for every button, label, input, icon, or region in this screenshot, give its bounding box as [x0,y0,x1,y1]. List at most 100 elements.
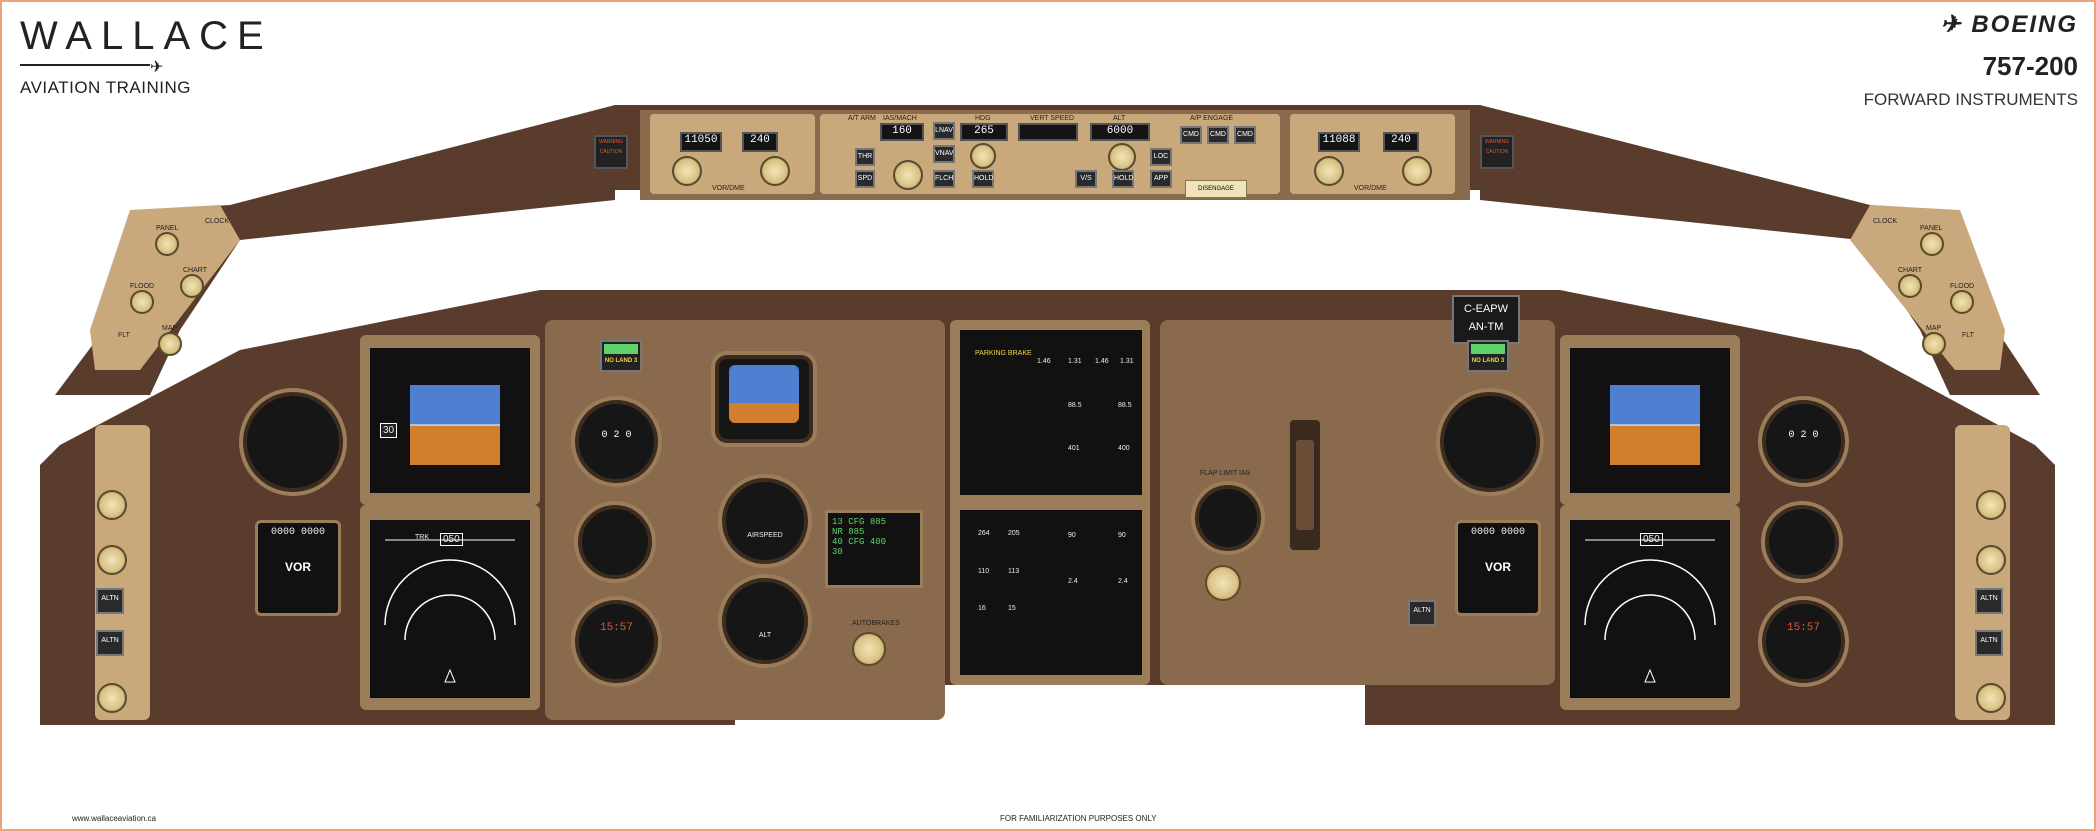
left-nd-aircraft-symbol [444,668,456,683]
mcp-vnav-button[interactable]: VNAV [933,145,955,163]
right-outboard-knob-2[interactable] [1976,545,2006,575]
right-outboard-knob-3[interactable] [1976,683,2006,713]
mcp-ias-label: IAS/MACH [883,115,917,122]
manufacturer-block: ✈ BOEING 757-200 FORWARD INSTRUMENTS [1864,10,2078,110]
right-chart-light-knob[interactable] [1898,274,1922,298]
brand-subtitle: AVIATION TRAINING [20,78,191,97]
speedbrake-handle [1296,440,1314,530]
mcp-hdg-label: HDG [975,115,991,122]
left-altimeter-gauge: 0 2 0 [575,400,658,483]
mcp-flch-button[interactable]: FLCH [933,170,955,188]
fuel-value-3: 885 [869,517,887,527]
right-altn-button-2[interactable]: ALTN [1975,630,2003,656]
standby-airspeed-gauge: AIRSPEED [722,478,808,564]
mcp-hdg-hold-button[interactable]: HOLD [972,170,994,188]
left-autoland-status: NO LAND 3 [600,340,642,372]
boeing-symbol-icon: ✈ [1940,11,1972,38]
left-outboard-knob-3[interactable] [97,683,127,713]
standby-airspeed-label: AIRSPEED [747,532,783,539]
left-altn-button-2[interactable]: ALTN [96,630,124,656]
right-nd-heading: 050 [1640,533,1663,546]
eicas-egt-right: 400 [1118,445,1130,452]
left-nd-screen [370,520,530,698]
brand-name: WALLACE [20,14,273,58]
mcp-heading-knob[interactable] [970,143,996,169]
efis-left-range-knob[interactable] [760,156,790,186]
mcp-disengage-bar[interactable]: DISENGAGE [1185,180,1247,198]
left-chart-light-knob[interactable] [180,274,204,298]
mcp-vs-button[interactable]: V/S [1075,170,1097,188]
left-panel-label: PANEL [156,225,179,232]
efis-left-minimums-knob[interactable] [672,156,702,186]
eicas-n2-left: 264 [978,530,990,537]
right-altn-button-1[interactable]: ALTN [1975,588,2003,614]
right-dme-1: 0000 [1470,527,1495,538]
right-standby-airspeed-gauge [1440,392,1540,492]
right-attitude-ground [1610,425,1700,465]
master-warning-left[interactable]: WARNING CAUTION [594,135,628,169]
mcp-thr-button[interactable]: THR [855,148,875,166]
left-outboard-knob-2[interactable] [97,545,127,575]
mcp-spd-button[interactable]: SPD [855,170,875,188]
right-map-light-knob[interactable] [1922,332,1946,356]
fuel-value-8: 400 [869,537,887,547]
eicas-temp-left: 110 [978,568,990,575]
efis-right-panel [1290,114,1455,194]
left-clock-label: CLOCK [205,218,230,225]
mcp-altitude-knob[interactable] [1108,143,1136,171]
boeing-logo: ✈ BOEING [1864,10,2078,39]
left-dme-2: 0000 [301,527,326,538]
autobrakes-selector-knob[interactable] [852,632,886,666]
efis-right-minimums-knob[interactable] [1314,156,1344,186]
mcp-cmd-left-button[interactable]: CMD [1180,126,1202,144]
eicas-oil-left: 90 [1068,532,1076,539]
master-warning-right[interactable]: WARNING CAUTION [1480,135,1514,169]
eicas-epr-right: 1.46 [1095,358,1109,365]
left-flood-light-knob[interactable] [130,290,154,314]
efis-right-range-knob[interactable] [1402,156,1432,186]
right-outboard-knob-1[interactable] [1976,490,2006,520]
left-outboard-knob-1[interactable] [97,490,127,520]
right-altn-button-3[interactable]: ALTN [1408,600,1436,626]
left-flt-label: FLT [118,332,130,339]
left-pfd-speed-box: 30 [380,423,398,438]
right-flood-light-knob[interactable] [1950,290,1974,314]
mcp-speed-knob[interactable] [893,160,923,190]
right-autoland-status: NO LAND 3 [1467,340,1509,372]
autobrakes-label: AUTOBRAKES [852,620,900,627]
left-chart-label: CHART [183,267,207,274]
mcp-loc-button[interactable]: LOC [1150,148,1172,166]
mcp-cmd-center-button[interactable]: CMD [1207,126,1229,144]
right-nd-screen [1570,520,1730,698]
left-panel-light-knob[interactable] [155,232,179,256]
alternate-flap-knob[interactable] [1205,565,1241,601]
left-map-light-knob[interactable] [158,332,182,356]
mcp-ap-engage-label: A/P ENGAGE [1190,115,1234,122]
eicas-upper-screen [960,330,1142,495]
tail-registration-placard: C-EAPW AN-TM [1452,295,1520,344]
mcp-app-button[interactable]: APP [1150,170,1172,188]
right-panel-light-knob[interactable] [1920,232,1944,256]
right-flt-label: FLT [1962,332,1974,339]
left-map-label: MAP [162,325,178,332]
left-nd-arc-outer [384,559,516,626]
eicas-qty-left: 16 [978,605,986,612]
mcp-lnav-button[interactable]: LNAV [933,122,955,140]
eicas-vib-left: 2.4 [1068,578,1078,585]
mcp-cmd-right-button[interactable]: CMD [1234,126,1256,144]
left-side-panel [90,205,240,370]
eicas-n2-right: 205 [1008,530,1020,537]
left-altn-button-1[interactable]: ALTN [96,588,124,614]
glareshield-frame [55,105,2040,395]
eicas-oil-right: 90 [1118,532,1126,539]
footer-url[interactable]: www.wallaceaviation.ca [72,814,157,823]
eicas-qty-right: 15 [1008,605,1016,612]
panel-subtitle: FORWARD INSTRUMENTS [1863,90,2078,109]
right-vsi-gauge [1765,505,1839,579]
mcp-alt-hold-button[interactable]: HOLD [1112,170,1134,188]
efis-left-range-readout: 240 [742,132,778,152]
fuel-value-9: 30 [832,547,843,557]
efis-right-range-readout: 240 [1383,132,1419,152]
